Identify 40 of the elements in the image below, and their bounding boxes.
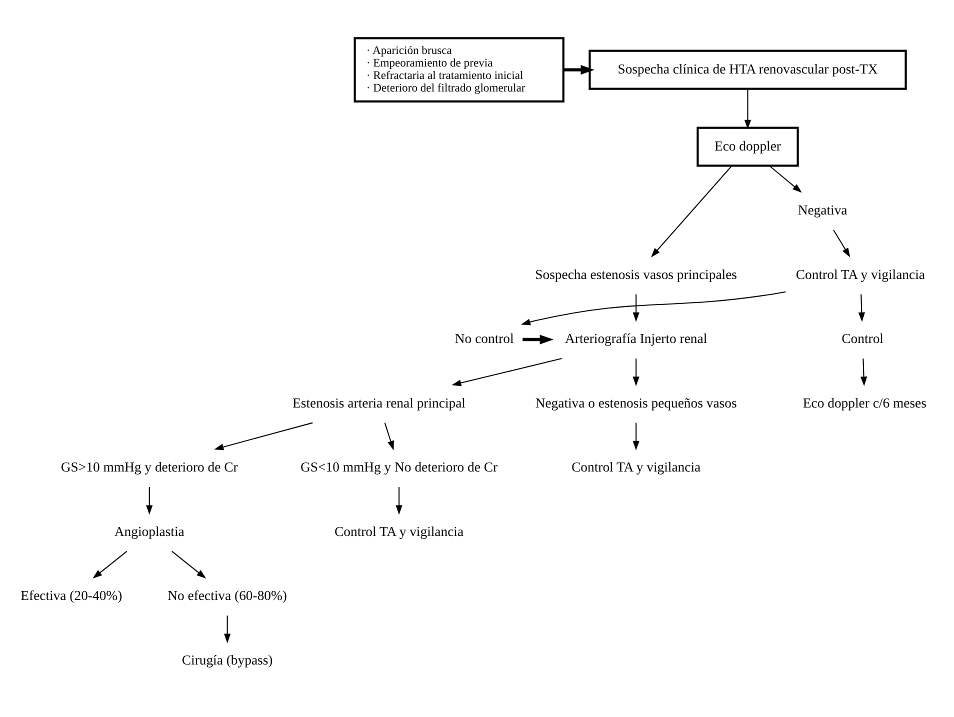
arrow [172,550,206,578]
arrow [858,294,866,322]
node-text: Eco doppler c/6 meses [802,394,926,410]
arrow [632,422,640,450]
node-text: Negativa [798,202,848,218]
node-text: No efectiva (60-80%) [168,588,287,603]
node-text: Sospecha estenosis vasos principales [535,266,738,282]
arrow [632,294,640,322]
node-box: Sospecha clínica de HTA renovascular post-TX [588,49,907,90]
node-text: Angioplastia [114,523,184,538]
node-text: Efectiva (20-40%) [20,588,122,603]
arrow [396,486,402,514]
arrow [563,64,594,74]
arrow [384,422,394,450]
arrow [632,358,640,386]
node-text: Control TA y vigilancia [572,459,701,474]
arrow [452,358,562,386]
arrow [650,165,732,257]
node-text: Control TA y vigilancia [796,266,925,282]
node-text: Control TA y vigilancia [334,523,464,538]
node-text: No control [454,330,514,346]
node-text: Estenosis arteria renal principal [292,394,466,410]
arrow [860,358,868,386]
arrow [214,422,313,450]
node-text: Control [842,330,884,346]
arrow [520,290,786,325]
arrow [224,615,231,643]
arrow [522,334,554,344]
arrow [769,164,802,192]
node-box: · Aparición brusca · Empeoramiento de previa · Refractaria al tratamiento inicial · Deterioro del filtrado glomerular [354,36,564,102]
arrow [146,486,153,514]
node-text: GS<10 mmHg y No deterioro de Cr [300,459,498,474]
arrow [744,88,752,129]
node-text: Cirugía (bypass) [182,652,273,667]
node-text: GS>10 mmHg y deterioro de Cr [60,459,238,474]
arrow [92,550,128,578]
node-text: Negativa o estenosis pequeños vasos [535,394,737,410]
arrow [833,229,850,257]
node-box: Eco doppler [696,126,799,166]
node-text: Arteriografía Injerto renal [565,330,708,346]
